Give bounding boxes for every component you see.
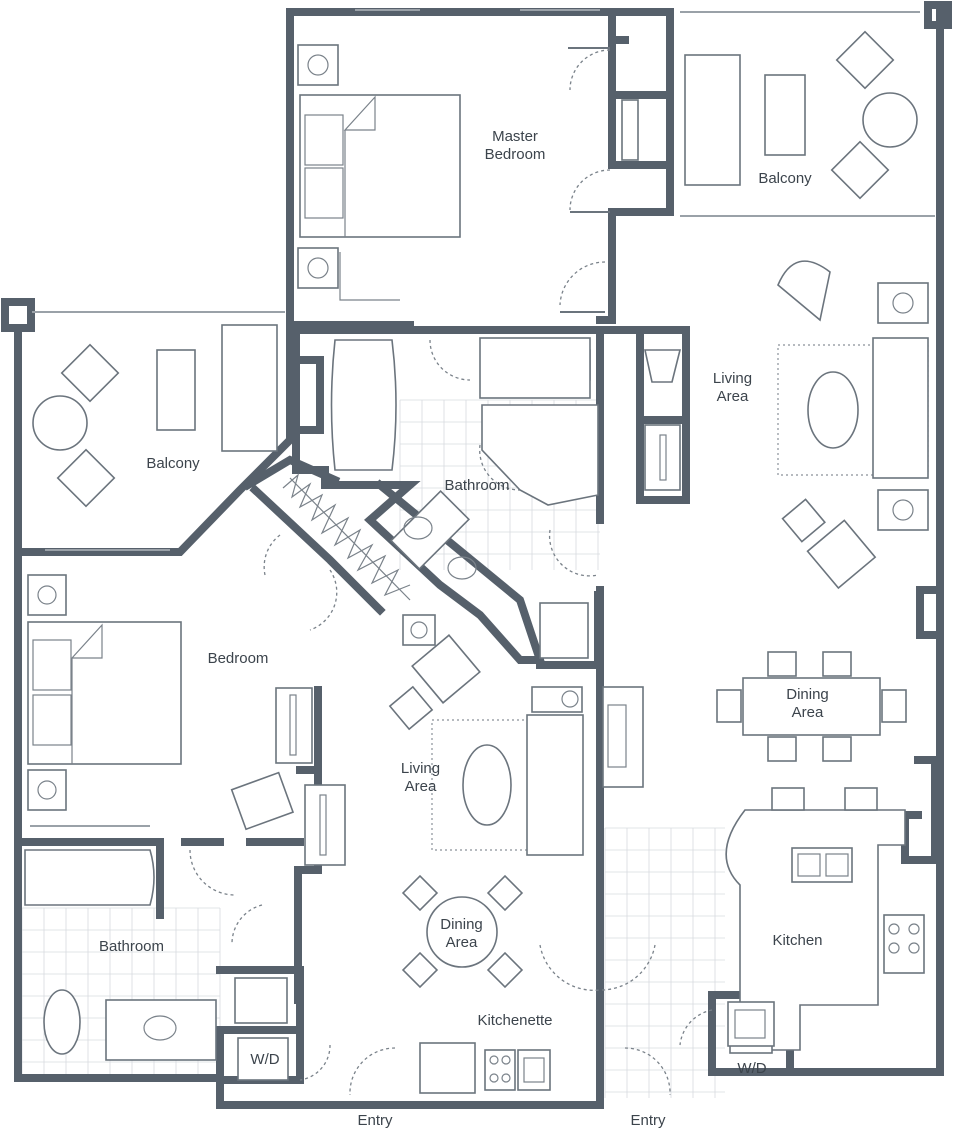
- windows: [30, 9, 935, 827]
- label-bedroom: Bedroom: [207, 650, 269, 667]
- master-bedroom-furniture: [297, 44, 639, 301]
- label-bathroom-left: Bathroom: [98, 938, 165, 955]
- kitchen-sink: [791, 847, 853, 883]
- closet-rod: [621, 99, 639, 161]
- sofa-center: [526, 714, 584, 856]
- label-bathroom-center: Bathroom: [444, 477, 510, 494]
- washer-dryer-right: [727, 1001, 775, 1047]
- dining-right-furniture: [716, 651, 907, 762]
- sofa-right: [872, 337, 929, 479]
- tub-left: [24, 849, 155, 906]
- toilet-left: [43, 989, 81, 1055]
- balcony-table-right: [764, 74, 806, 156]
- label-kitchen: Kitchen: [772, 932, 823, 949]
- label-entry-right: Entry: [630, 1112, 666, 1129]
- wall-left-balcony: [18, 321, 294, 556]
- shower: [481, 404, 599, 506]
- label-kitchenette: Kitchenette: [477, 1012, 553, 1029]
- dining-center-furniture: [401, 874, 524, 989]
- wall-bedroom-right: [294, 686, 322, 1004]
- kitchen-furniture: [725, 787, 925, 1054]
- walls: [1, 1, 952, 1109]
- closet-hangers: [282, 473, 411, 601]
- label-balcony-right: Balcony: [758, 170, 812, 187]
- label-wd-left: W/D: [250, 1051, 280, 1068]
- wall-right-post: [786, 8, 944, 1076]
- kitchen-island: [725, 809, 906, 1051]
- label-dining-area-right: Dining Area: [786, 686, 829, 721]
- dining-table-center: [426, 896, 498, 968]
- right-balcony-furniture: [684, 30, 918, 200]
- balcony-sofa-right: [684, 54, 741, 186]
- wall-left-bath: [14, 838, 304, 1082]
- left-bathroom-fixtures: [24, 849, 289, 1081]
- bedroom-furniture: [27, 574, 346, 866]
- wall-closet-center: [296, 356, 324, 434]
- tub-center: [330, 339, 397, 471]
- label-master-bedroom: Master Bedroom: [484, 128, 546, 163]
- center-bathroom-fixtures: [330, 337, 682, 580]
- label-wd-right: W/D: [737, 1060, 767, 1077]
- wall-right-notch: [901, 586, 944, 864]
- dining-table-right: [742, 677, 881, 736]
- wall-closet-master: [608, 8, 674, 169]
- label-dining-area-center: Dining Area: [440, 916, 483, 951]
- label-entry-left: Entry: [357, 1112, 393, 1129]
- living-area-right-furniture: [777, 260, 929, 590]
- balcony-round-table-right: [862, 92, 918, 148]
- post-top-right: [924, 1, 952, 29]
- nightstand-top: [297, 44, 339, 86]
- cooktop: [883, 914, 925, 974]
- label-living-area-center: Living Area: [400, 760, 441, 795]
- left-balcony-furniture: [32, 324, 278, 508]
- wall-center-bath: [292, 326, 602, 669]
- wall-bath-inner: [292, 326, 690, 524]
- label-balcony-left: Balcony: [146, 455, 200, 472]
- master-bed: [299, 94, 461, 238]
- nightstand-bottom: [297, 247, 339, 289]
- bedroom-bed: [27, 621, 182, 765]
- label-living-area-right: Living Area: [712, 370, 753, 405]
- kitchenette-fixtures: [419, 602, 589, 1094]
- doors: [189, 47, 713, 1096]
- living-area-center-furniture: [388, 614, 644, 856]
